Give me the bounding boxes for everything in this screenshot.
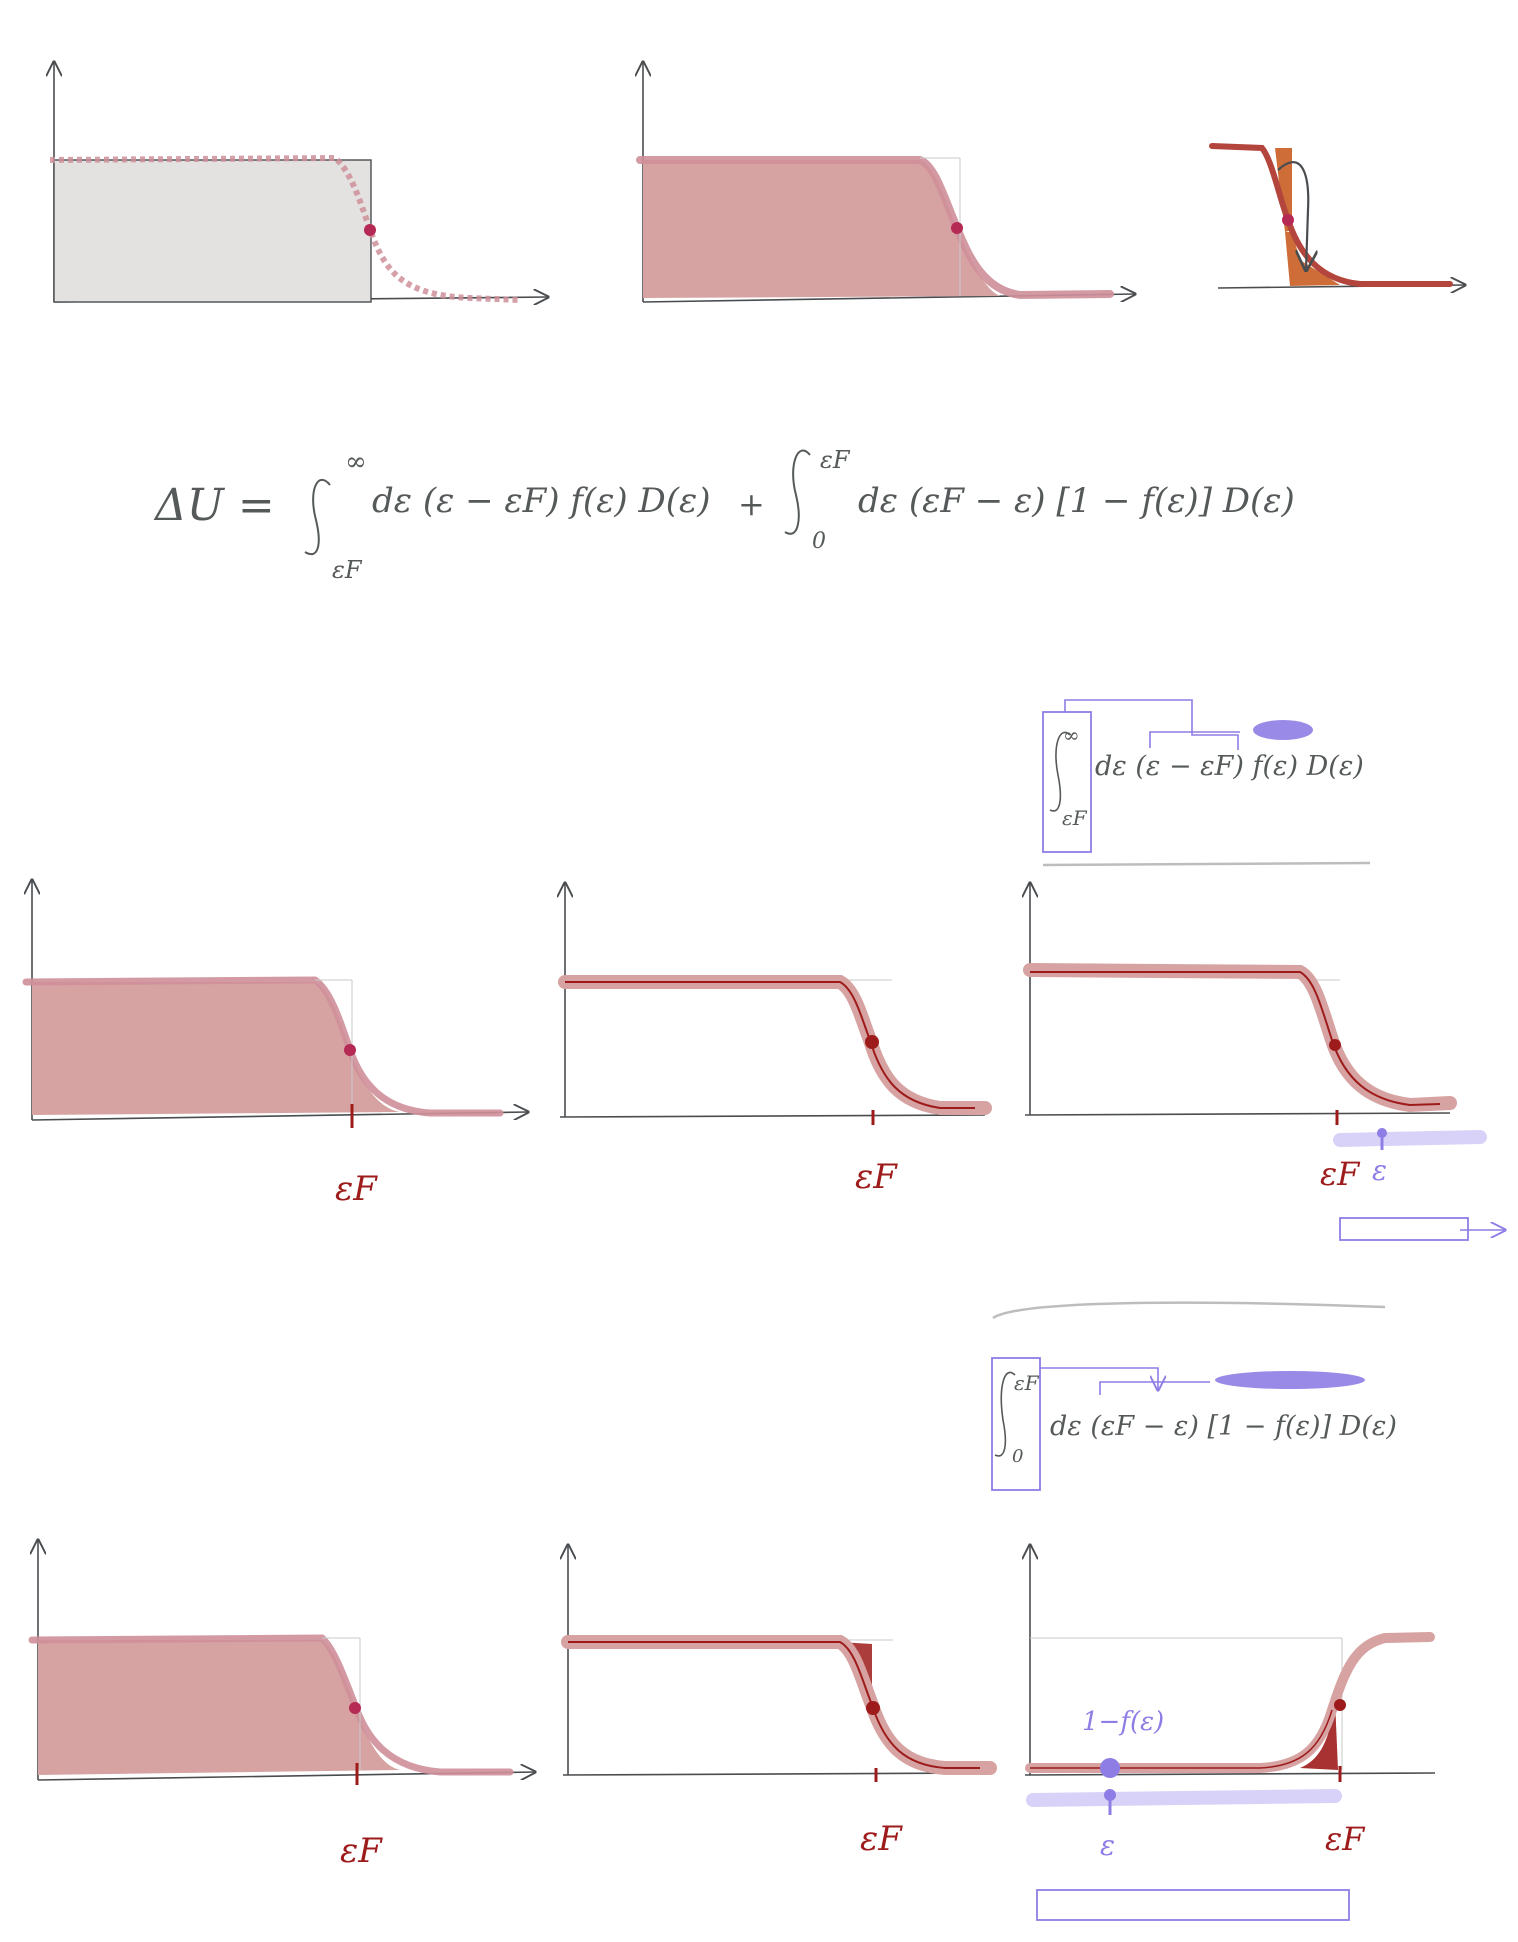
row3-term-annotation: εF 0 dε (εF − ε) [1 − f(ε)] D(ε) (991, 1301, 1397, 1491)
divider-line (992, 1301, 1386, 1320)
fermi-point (349, 1702, 361, 1714)
divider-line (1042, 861, 1371, 867)
x-axis (1024, 1112, 1451, 1116)
integral2-lower: 0 (812, 529, 826, 554)
distribution-curve (565, 981, 975, 1109)
energy-marker (1104, 1789, 1116, 1801)
integral2-integrand: dε (εF − ε) [1 − f(ε)] D(ε) (858, 481, 1295, 521)
one-minus-f-band (1025, 1632, 1435, 1773)
integration-range-box (1339, 1217, 1469, 1241)
row1-panel-smeared (640, 62, 1135, 303)
term1-lower: εF (1062, 806, 1088, 830)
energy-change-equation: ΔU = ∞ εF dε (ε − εF) f(ε) D(ε) + εF 0 d… (153, 446, 1295, 584)
redistribution-arrow (1277, 161, 1308, 270)
row1-panel-zoom (1209, 143, 1465, 288)
term2-integrand: dε (εF − ε) [1 − f(ε)] D(ε) (1050, 1411, 1397, 1442)
fermi-point (951, 222, 963, 234)
fermi-label: εF (855, 1157, 898, 1197)
sample-point (1100, 1758, 1120, 1778)
bracket-connector-2 (1149, 731, 1240, 748)
fermi-point (364, 224, 376, 236)
step-area (53, 159, 372, 303)
x-axis (559, 1114, 986, 1118)
equation-plus: + (738, 485, 765, 523)
fermi-label: εF (340, 1831, 383, 1871)
fermi-point (866, 1701, 880, 1715)
integral-bracket-box (1042, 711, 1092, 853)
energy-marker (1377, 1128, 1387, 1138)
highlight-blob (1253, 720, 1313, 740)
row1-panel-step (50, 62, 548, 302)
highlight-blob (1215, 1371, 1365, 1389)
fermi-label: εF (1325, 1820, 1366, 1858)
integral1-integrand: dε (ε − εF) f(ε) D(ε) (372, 481, 711, 521)
fermi-point (344, 1044, 356, 1056)
integral1-upper: ∞ (345, 447, 367, 477)
term2-lower: 0 (1012, 1446, 1023, 1467)
integral-bracket-box (991, 1357, 1041, 1491)
integral-sign-2 (784, 449, 811, 535)
integral-sign-1 (304, 478, 331, 555)
distribution-band (1023, 963, 1457, 1113)
term2-upper: εF (1014, 1371, 1040, 1395)
row2-panel-curve: εF (558, 883, 992, 1197)
occupied-area (643, 160, 1000, 298)
integration-range-box (1036, 1889, 1350, 1921)
occupied-area (32, 982, 400, 1115)
fermi-label: εF (860, 1819, 903, 1859)
energy-label: ε (1100, 1829, 1115, 1862)
integral1-lower: εF (332, 556, 363, 584)
energy-label: ε (1372, 1154, 1387, 1187)
distribution-curve (568, 1641, 980, 1769)
x-axis (1024, 1772, 1436, 1776)
row3-panel-curve: εF (561, 1545, 997, 1859)
one-minus-f-curve (1030, 1709, 1333, 1769)
energy-range-bar (1333, 1130, 1487, 1147)
fermi-point (1334, 1699, 1346, 1711)
fermi-label: εF (335, 1169, 378, 1209)
fermi-point (865, 1035, 879, 1049)
bracket-connector (1064, 699, 1239, 750)
integral2-upper: εF (820, 446, 851, 474)
row2-panel-filled: εF (22, 880, 528, 1209)
distribution-band (558, 975, 992, 1115)
one-minus-f-label: 1−f(ε) (1082, 1707, 1164, 1737)
integral-sign-small (1049, 731, 1071, 812)
equation-lhs: ΔU = (153, 480, 275, 531)
fermi-point (1329, 1039, 1341, 1051)
term1-upper: ∞ (1063, 723, 1080, 747)
distribution-band (561, 1635, 997, 1775)
fermi-point (1282, 214, 1294, 226)
bracket-connector (1040, 1367, 1158, 1390)
row3-panel-filled: εF (28, 1540, 535, 1871)
bracket-connector-2 (1099, 1381, 1210, 1395)
term1-integrand: dε (ε − εF) f(ε) D(ε) (1095, 751, 1364, 782)
row3-panel-holes: 1−f(ε) ε εF (1024, 1545, 1436, 1921)
integral-sign-small (994, 1371, 1016, 1457)
energy-range-bar (1026, 1789, 1342, 1807)
row2-term-annotation: ∞ εF dε (ε − εF) f(ε) D(ε) (1042, 699, 1371, 867)
hole-region (840, 1642, 872, 1700)
x-axis (562, 1772, 986, 1776)
row2-panel-integrand: εF ε (1023, 883, 1505, 1241)
fermi-label: εF (1320, 1155, 1361, 1193)
hole-region (1300, 1700, 1338, 1770)
occupied-area (38, 1640, 400, 1775)
zoom-curve (1209, 143, 1453, 287)
distribution-curve (1030, 971, 1441, 1107)
